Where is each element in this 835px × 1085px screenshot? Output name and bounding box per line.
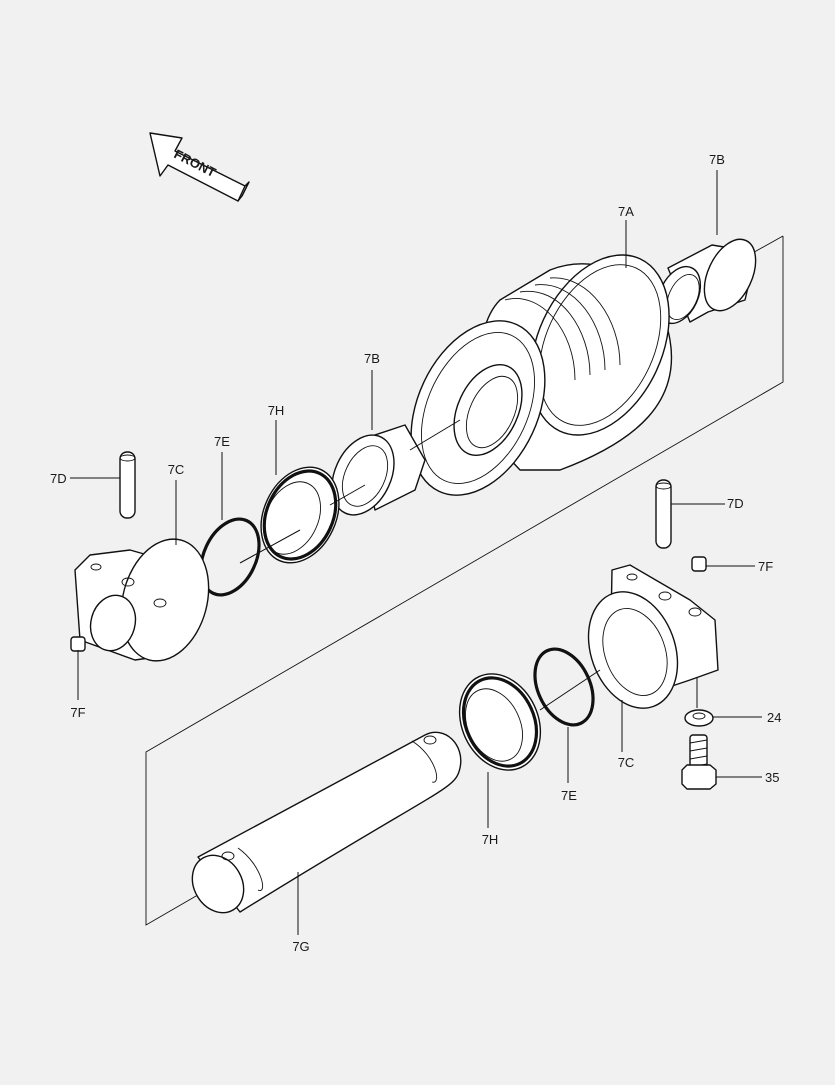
callout-7e-left: 7E bbox=[214, 434, 230, 449]
callout-24: 24 bbox=[767, 710, 781, 725]
pin-7d-left bbox=[119, 451, 136, 519]
set-screw-7f-right bbox=[691, 556, 707, 572]
washer-24 bbox=[684, 709, 714, 727]
o-ring-7e-right bbox=[533, 647, 595, 727]
o-ring-7e-left bbox=[199, 517, 261, 597]
set-screw-7f-left bbox=[70, 636, 86, 652]
callout-7c-left: 7C bbox=[168, 462, 185, 477]
leader-lines bbox=[70, 170, 762, 935]
seal-7h-top bbox=[260, 466, 340, 564]
callout-7b-mid: 7B bbox=[364, 351, 380, 366]
callout-7h-top: 7H bbox=[268, 403, 285, 418]
bushing-7b-mid bbox=[331, 424, 426, 516]
shaft-7g bbox=[191, 731, 462, 914]
callout-7c-right: 7C bbox=[618, 755, 635, 770]
callout-7a: 7A bbox=[618, 204, 634, 219]
callout-7f-right: 7F bbox=[758, 559, 773, 574]
collar-7c-left bbox=[74, 538, 210, 662]
seal-7h-bottom bbox=[458, 673, 542, 771]
callout-35: 35 bbox=[765, 770, 779, 785]
callout-7b-top: 7B bbox=[709, 152, 725, 167]
callout-7h-bottom: 7H bbox=[482, 832, 499, 847]
callout-7f-left: 7F bbox=[70, 705, 85, 720]
bolt-35 bbox=[681, 734, 717, 790]
callout-7d-right: 7D bbox=[727, 496, 744, 511]
callouts: 7B 7A 7B 7H 7E 7C 7D 7F 7D 7F 24 7C 35 7… bbox=[50, 152, 781, 954]
pin-7d-right bbox=[655, 479, 672, 549]
collar-7c-right bbox=[587, 564, 719, 709]
callout-7e-right: 7E bbox=[561, 788, 577, 803]
roller-7a bbox=[410, 254, 673, 496]
callout-7d-left: 7D bbox=[50, 471, 67, 486]
front-arrow: FRONT bbox=[149, 132, 250, 202]
callout-7g: 7G bbox=[292, 939, 309, 954]
